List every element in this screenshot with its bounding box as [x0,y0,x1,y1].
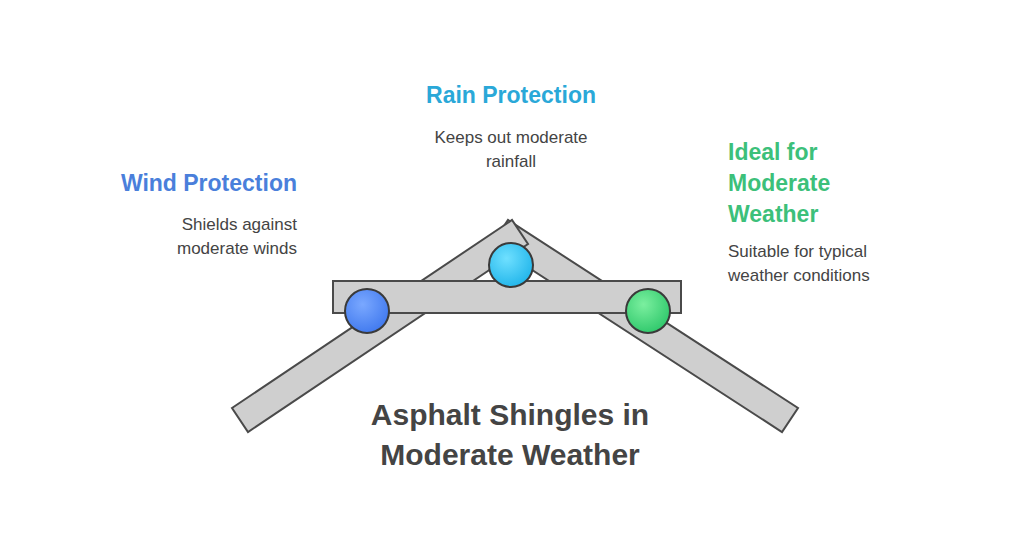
wind-dot [345,289,389,333]
callout-heading: Rain Protection [361,80,661,111]
callout-text: Shields against moderate winds [137,213,297,261]
diagram-title: Asphalt Shingles in Moderate Weather [330,395,690,475]
callout-heading: Ideal for Moderate Weather [728,137,858,230]
rain-dot [489,243,533,287]
weather-dot [626,289,670,333]
callout-text: Suitable for typical weather conditions [728,240,918,288]
callout-heading: Wind Protection [40,168,297,199]
callout-text: Keeps out moderate rainfall [421,126,601,174]
